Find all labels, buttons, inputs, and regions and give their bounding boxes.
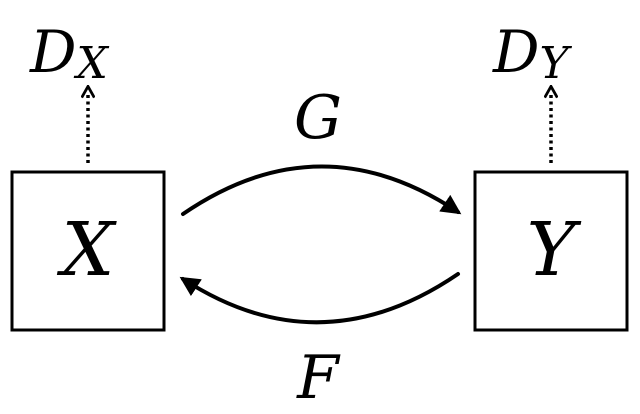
discriminator-dx-label: DX: [29, 18, 110, 89]
node-y-box: [473, 170, 629, 332]
discriminator-dy-label: DY: [492, 18, 573, 89]
discriminator-dy-subscript: Y: [540, 38, 573, 89]
mapping-g-label: G: [294, 83, 342, 153]
mapping-f-arrow: [179, 272, 460, 325]
discriminator-dy-symbol: D: [492, 18, 540, 86]
discriminator-dx-symbol: D: [29, 18, 77, 86]
node-x-box: [10, 170, 166, 332]
node-y-label: Y: [527, 207, 582, 293]
node-x-label: X: [57, 207, 118, 293]
discriminator-dx-subscript: X: [74, 38, 110, 89]
mapping-f-label: F: [296, 343, 341, 413]
mapping-g-arrow: [181, 164, 462, 216]
